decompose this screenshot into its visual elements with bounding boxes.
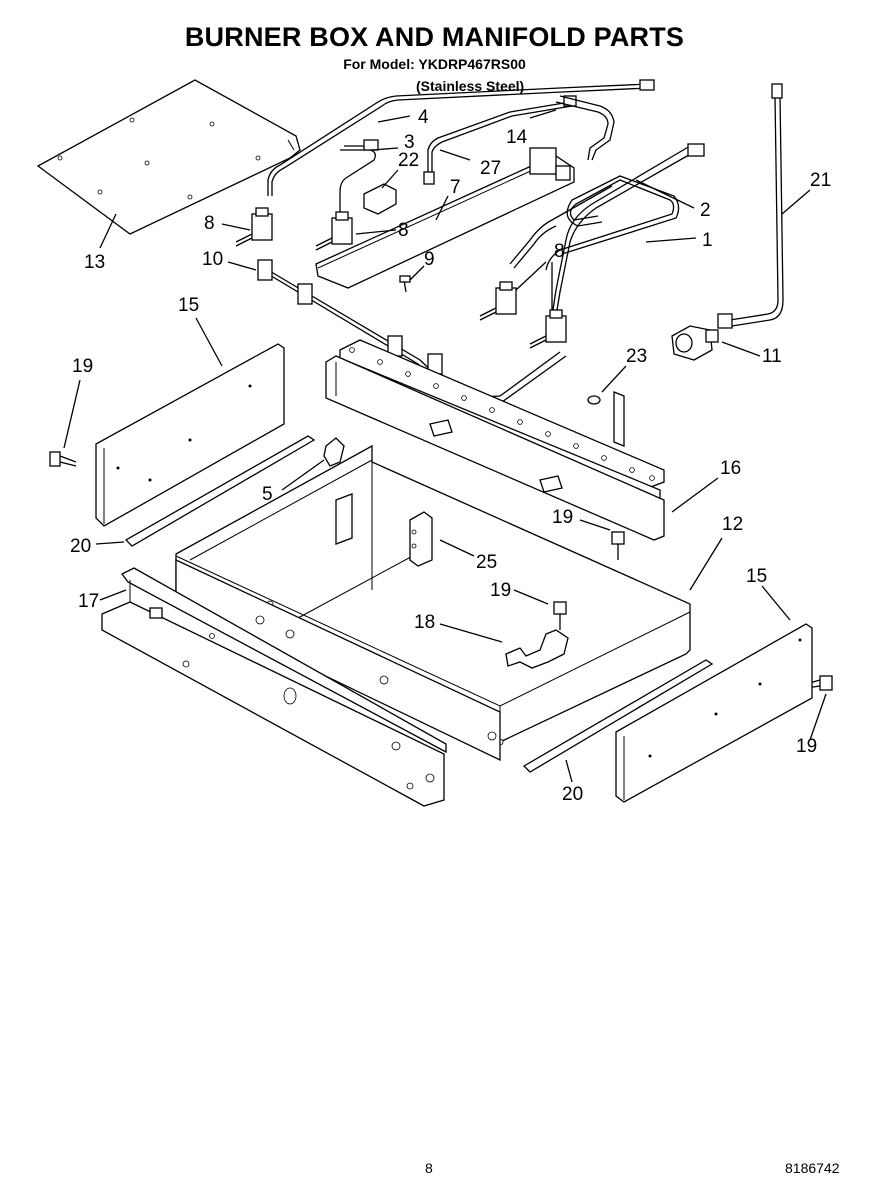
callout-13: 13	[84, 252, 105, 273]
callout-4: 4	[418, 107, 429, 128]
document-number: 8186742	[785, 1160, 840, 1176]
callout-8b: 8	[398, 220, 409, 241]
callout-27: 27	[480, 158, 501, 179]
callout-1: 1	[702, 230, 713, 251]
callout-22: 22	[398, 150, 419, 171]
callout-23: 23	[626, 346, 647, 367]
callout-14: 14	[506, 127, 528, 148]
callout-15a: 15	[178, 295, 199, 316]
part-15-right-panel	[615, 623, 813, 803]
small-bracket-center	[335, 493, 353, 545]
callout-8a: 8	[204, 213, 215, 234]
finish-line: (Stainless Steel)	[416, 78, 525, 94]
callout-17: 17	[78, 591, 99, 612]
part-25-block	[409, 511, 433, 567]
callout-19a: 19	[72, 356, 93, 377]
part-23-orifice	[587, 391, 625, 447]
part-22-bracket	[363, 183, 397, 215]
part-21-gas-tube	[717, 83, 784, 329]
callout-25: 25	[476, 552, 497, 573]
callout-19b: 19	[552, 507, 573, 528]
callout-labels: 13 4 3 22 27 14 7 2 1 21 8 8 8 10 9 11 2…	[70, 107, 831, 805]
page-number: 8	[425, 1160, 433, 1176]
callout-2: 2	[700, 200, 711, 221]
part-8-valves	[235, 207, 567, 349]
callout-8c: 8	[554, 241, 565, 262]
callout-20a: 20	[70, 536, 91, 557]
callout-10: 10	[202, 249, 223, 270]
part-7-manifold-pipe	[315, 147, 575, 289]
callout-12: 12	[722, 514, 743, 535]
page-title: BURNER BOX AND MANIFOLD PARTS	[184, 22, 685, 52]
part-18-bracket	[505, 629, 569, 669]
callout-7: 7	[450, 177, 461, 198]
callout-19c: 19	[490, 580, 511, 601]
part-17-front-panel	[101, 567, 447, 807]
part-20-right-trim	[522, 659, 714, 773]
callout-16: 16	[720, 458, 741, 479]
part-11-regulator	[671, 325, 719, 361]
model-line: For Model: YKDRP467RS00	[343, 56, 526, 72]
callout-9: 9	[424, 249, 435, 270]
part-15-left-panel	[95, 343, 285, 527]
part-5-clip	[323, 437, 345, 467]
callout-21: 21	[810, 170, 831, 191]
callout-5: 5	[262, 484, 273, 505]
part-20-left-trim	[124, 435, 316, 547]
part-19-screws	[49, 451, 833, 691]
part-9-screw	[399, 275, 411, 293]
part-16-support	[325, 355, 665, 541]
callout-3: 3	[404, 132, 415, 153]
leader-lines	[63, 109, 827, 783]
callout-19d: 19	[796, 736, 817, 757]
manifold-tubes	[267, 79, 705, 317]
part-12-burner-box	[175, 444, 691, 762]
callout-11: 11	[762, 346, 782, 367]
callout-18: 18	[414, 612, 435, 633]
callout-15b: 15	[746, 566, 767, 587]
callout-20b: 20	[562, 784, 583, 805]
part-13-plate	[36, 79, 301, 235]
